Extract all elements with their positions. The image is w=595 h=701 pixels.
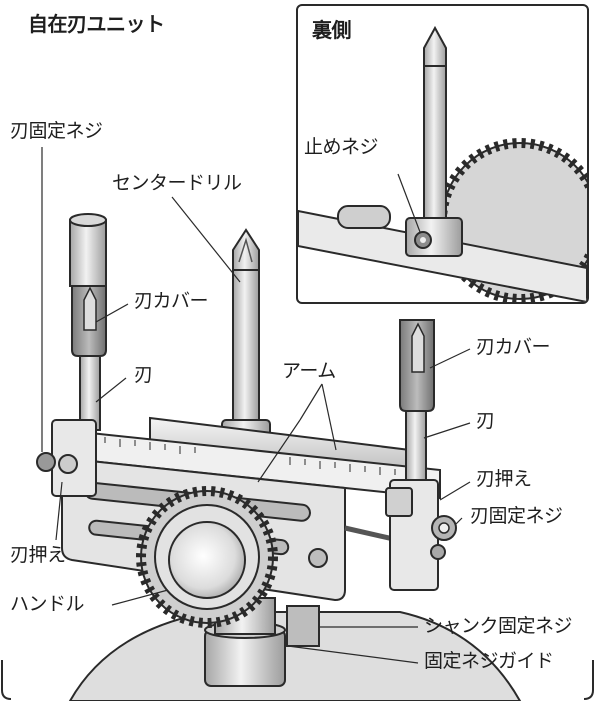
blade-holder-left-label: 刃押え	[10, 544, 66, 566]
shank-fixing-screw-label: シャンク固定ネジ	[424, 615, 573, 637]
blade-fixing-screw-left-label: 刃固定ネジ	[10, 120, 103, 142]
back-side-inset	[296, 4, 589, 304]
blade-fixing-screw-right-label: 刃固定ネジ	[470, 505, 563, 527]
arm-label: アーム	[282, 360, 336, 382]
handle-knob	[136, 486, 278, 628]
blade-fixing-screw-left	[36, 452, 56, 472]
inset-collar	[405, 217, 463, 257]
shank-fixing-screw	[286, 605, 320, 647]
set-screw-label: 止めネジ	[304, 136, 379, 158]
fixing-screw-guide-label: 固定ネジガイド	[424, 650, 554, 672]
handle-label: ハンドル	[10, 593, 85, 615]
blade-left-label: 刃	[134, 364, 153, 386]
center-drill-label: センタードリル	[112, 172, 242, 194]
center-drill-tip	[232, 228, 260, 271]
blade-cover-left-label: 刃カバー	[134, 290, 209, 312]
center-drill-shaft	[232, 267, 260, 437]
back-side-illustration	[298, 25, 587, 302]
inset-title: 裏側	[312, 18, 352, 42]
blade-holder-right-label: 刃押え	[476, 468, 532, 490]
inset-drill-shaft	[423, 63, 447, 225]
unit-title: 自在刃ユニット	[28, 12, 165, 36]
blade-cover-right-label: 刃カバー	[476, 336, 551, 358]
blade-right-label: 刃	[476, 410, 495, 432]
